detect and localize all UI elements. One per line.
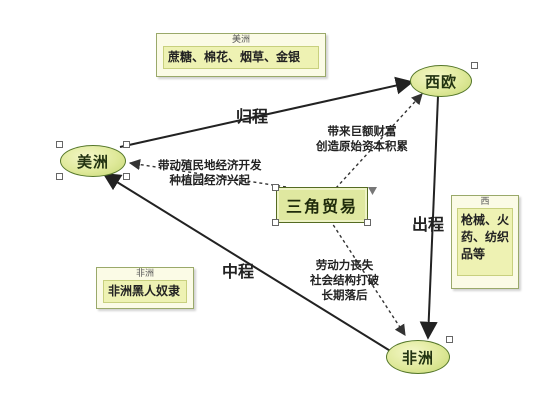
node-americas-label: 美洲 xyxy=(76,152,109,171)
africa-note-header: 非洲 xyxy=(135,269,154,279)
resize-handle[interactable] xyxy=(446,336,453,343)
node-western-europe-label: 西欧 xyxy=(424,72,457,91)
europe-note[interactable]: 西 枪械、火药、纺织品等 xyxy=(451,195,519,289)
resize-handle[interactable] xyxy=(123,141,130,148)
effect-line: 劳动力丧失 xyxy=(315,258,374,272)
americas-note-header: 美洲 xyxy=(231,35,250,45)
resize-handle[interactable] xyxy=(272,219,279,226)
africa-note[interactable]: 非洲 非洲黑人奴隶 xyxy=(96,267,194,309)
edge-outbound xyxy=(419,95,439,340)
effect-arrow-americas xyxy=(128,158,287,188)
americas-note[interactable]: 美洲 蔗糖、棉花、烟草、金银 xyxy=(156,33,326,77)
center-topic[interactable]: 三角贸易 xyxy=(276,187,368,223)
edge-label-return: 归程 xyxy=(236,107,269,126)
resize-handle[interactable] xyxy=(364,219,371,226)
effect-line: 带来巨额财富 xyxy=(327,124,397,138)
effect-label-americas: 带动殖民地经济开发 种植园经济兴起 xyxy=(158,158,262,188)
africa-note-body: 非洲黑人奴隶 xyxy=(103,280,187,303)
center-topic-label: 三角贸易 xyxy=(285,197,358,216)
resize-handle[interactable] xyxy=(272,184,279,191)
node-africa[interactable]: 非洲 xyxy=(386,340,450,374)
edge-label-middle: 中程 xyxy=(222,262,255,281)
effect-line: 社会结构打破 xyxy=(310,273,379,287)
effect-line: 种植园经济兴起 xyxy=(169,173,251,187)
americas-note-body: 蔗糖、棉花、烟草、金银 xyxy=(163,46,319,69)
edge-return xyxy=(119,76,414,148)
effect-line: 长期落后 xyxy=(321,288,368,302)
resize-handle[interactable] xyxy=(123,173,130,180)
effect-line: 带动殖民地经济开发 xyxy=(158,158,262,172)
node-americas[interactable]: 美洲 xyxy=(60,145,126,177)
chevron-down-icon[interactable] xyxy=(368,187,377,195)
edge-middle xyxy=(102,173,393,353)
effect-line: 创造原始资本积累 xyxy=(316,139,408,153)
europe-note-header: 西 xyxy=(480,197,490,207)
effect-label-africa: 劳动力丧失 社会结构打破 长期落后 xyxy=(310,258,379,303)
effect-arrow-africa xyxy=(329,219,406,336)
edge-label-outbound: 出程 xyxy=(412,215,445,234)
effect-label-europe: 带来巨额财富 创造原始资本积累 xyxy=(316,124,408,154)
europe-note-body: 枪械、火药、纺织品等 xyxy=(457,208,513,276)
node-africa-label: 非洲 xyxy=(401,348,434,367)
resize-handle[interactable] xyxy=(56,173,63,180)
resize-handle[interactable] xyxy=(471,62,478,69)
node-western-europe[interactable]: 西欧 xyxy=(410,65,472,97)
resize-handle[interactable] xyxy=(56,141,63,148)
